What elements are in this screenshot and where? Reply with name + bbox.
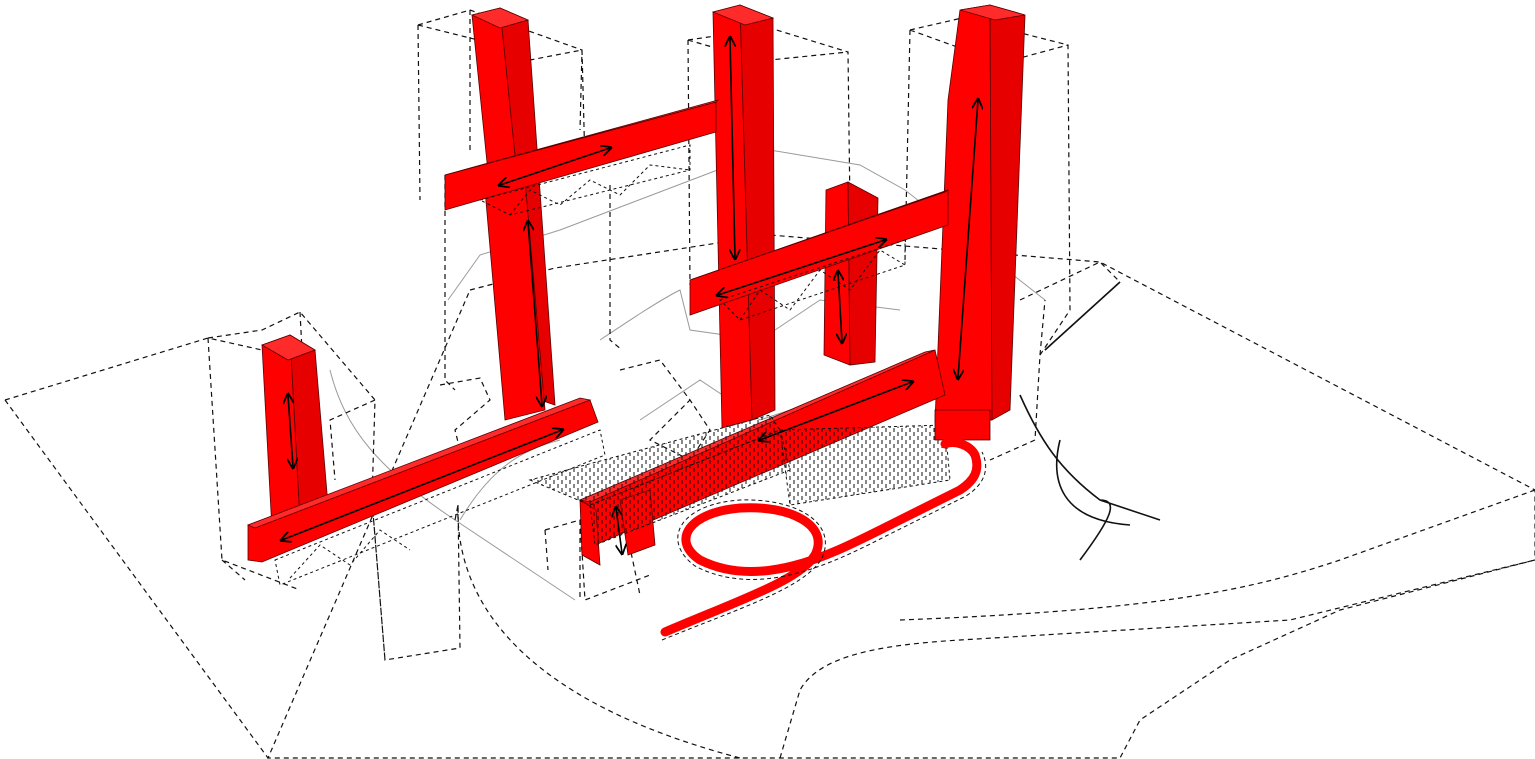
road-edge-lower: [780, 560, 1535, 758]
transfer-bridges: [248, 100, 990, 585]
road-curve-right: [900, 490, 1535, 620]
core-center-left: [472, 8, 555, 420]
core-center: [713, 5, 775, 428]
core-right: [935, 5, 1025, 422]
road-edge-right: [1020, 282, 1160, 560]
road-curve-left: [5, 400, 268, 758]
core-right-middle: [824, 182, 878, 365]
